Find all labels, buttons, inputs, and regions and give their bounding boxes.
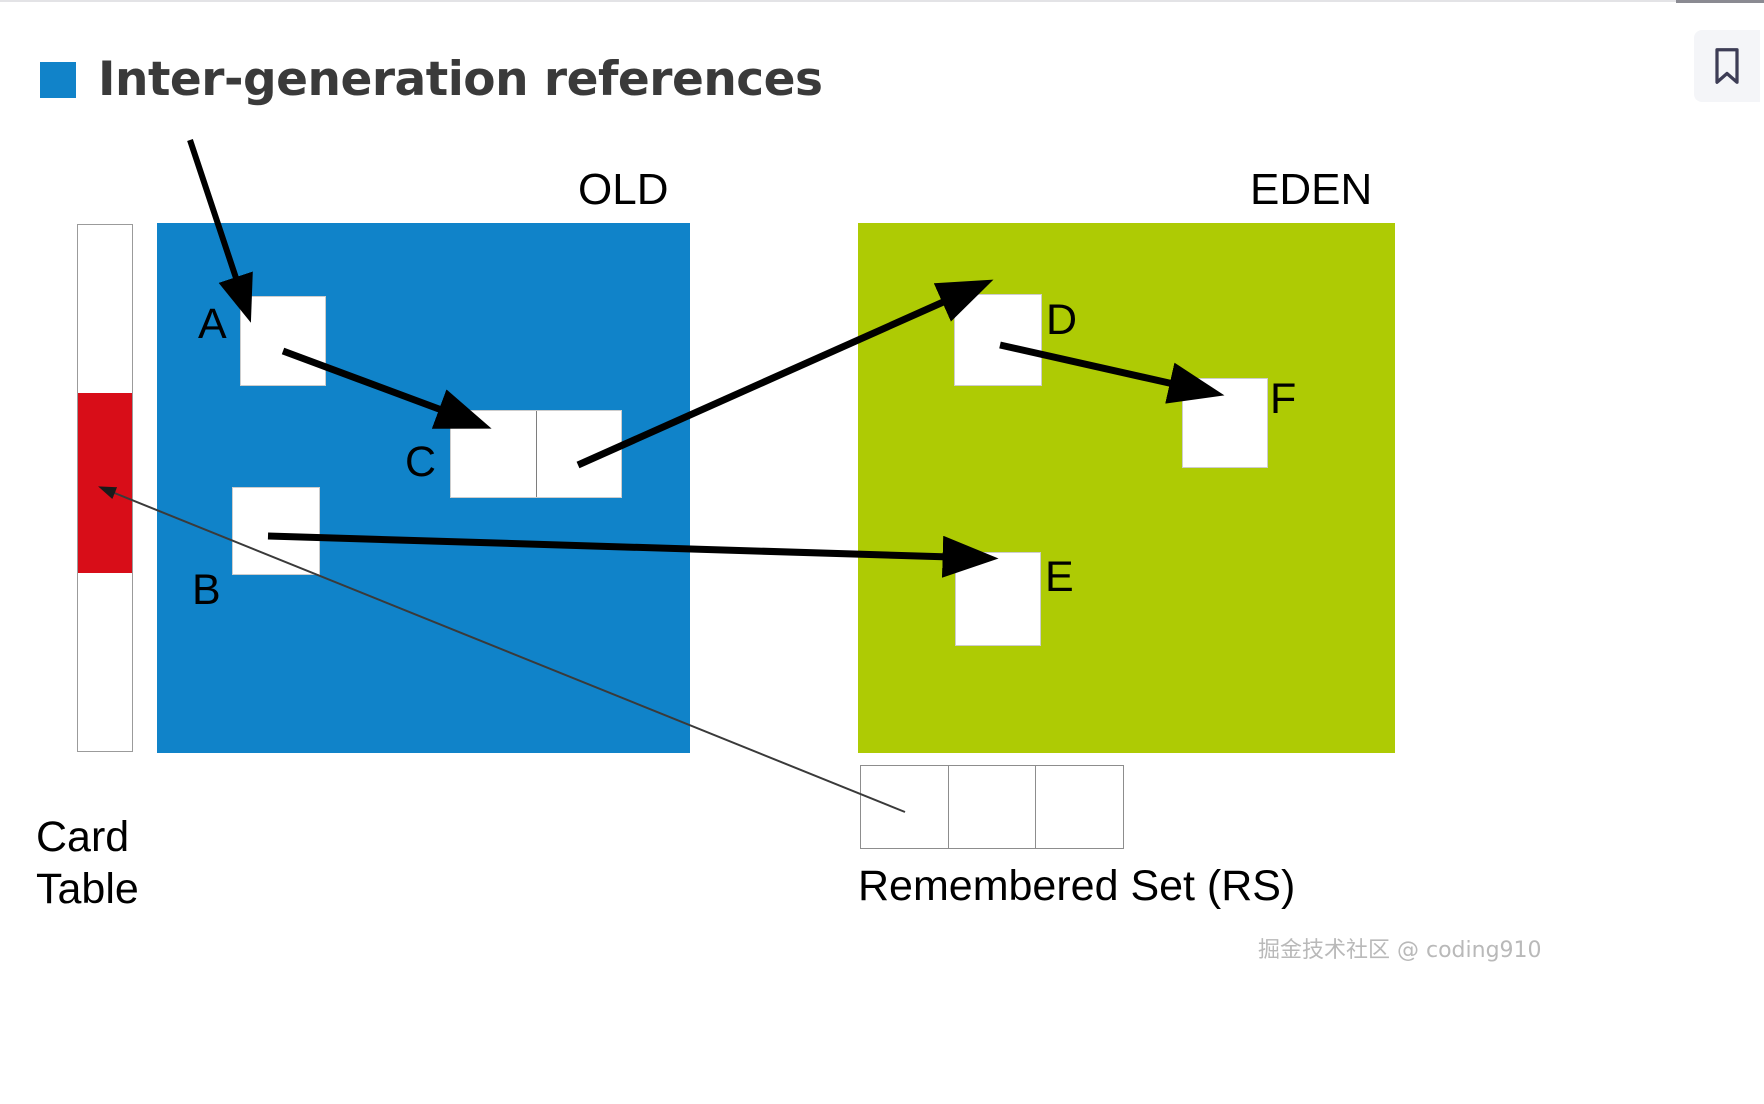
remembered-set-label: Remembered Set (RS) — [858, 862, 1296, 910]
region-label-eden: EDEN — [1250, 165, 1373, 214]
eden-region — [858, 223, 1395, 753]
bookmark-icon — [1712, 47, 1742, 85]
object-c[interactable] — [450, 410, 622, 498]
object-e[interactable] — [955, 552, 1041, 646]
card-table[interactable] — [77, 224, 133, 752]
object-d-label: D — [1046, 296, 1078, 344]
object-c-label: C — [405, 438, 437, 486]
object-d[interactable] — [954, 294, 1042, 386]
object-b[interactable] — [232, 487, 320, 575]
remembered-set-cell[interactable] — [1036, 766, 1124, 848]
remembered-set-cell[interactable] — [948, 766, 1037, 848]
page-title-text: Inter-generation references — [98, 52, 823, 107]
top-divider — [0, 0, 1764, 2]
bookmark-button[interactable] — [1694, 30, 1760, 102]
card-table-dirty-card — [78, 393, 132, 573]
watermark: 掘金技术社区 @ coding910 — [1258, 938, 1542, 963]
remembered-set-cell[interactable] — [861, 766, 949, 848]
object-e-label: E — [1045, 553, 1074, 601]
title-bullet-icon — [40, 61, 76, 98]
region-label-old: OLD — [578, 165, 669, 214]
object-a-label: A — [198, 300, 227, 348]
object-b-label: B — [192, 566, 221, 614]
object-f-label: F — [1270, 375, 1297, 423]
page-title: Inter-generation references — [40, 52, 823, 107]
card-table-label: Card Table — [36, 813, 139, 913]
object-a[interactable] — [240, 296, 326, 386]
object-f[interactable] — [1182, 378, 1268, 468]
top-divider-accent — [1676, 0, 1764, 3]
remembered-set-table[interactable] — [860, 765, 1124, 849]
